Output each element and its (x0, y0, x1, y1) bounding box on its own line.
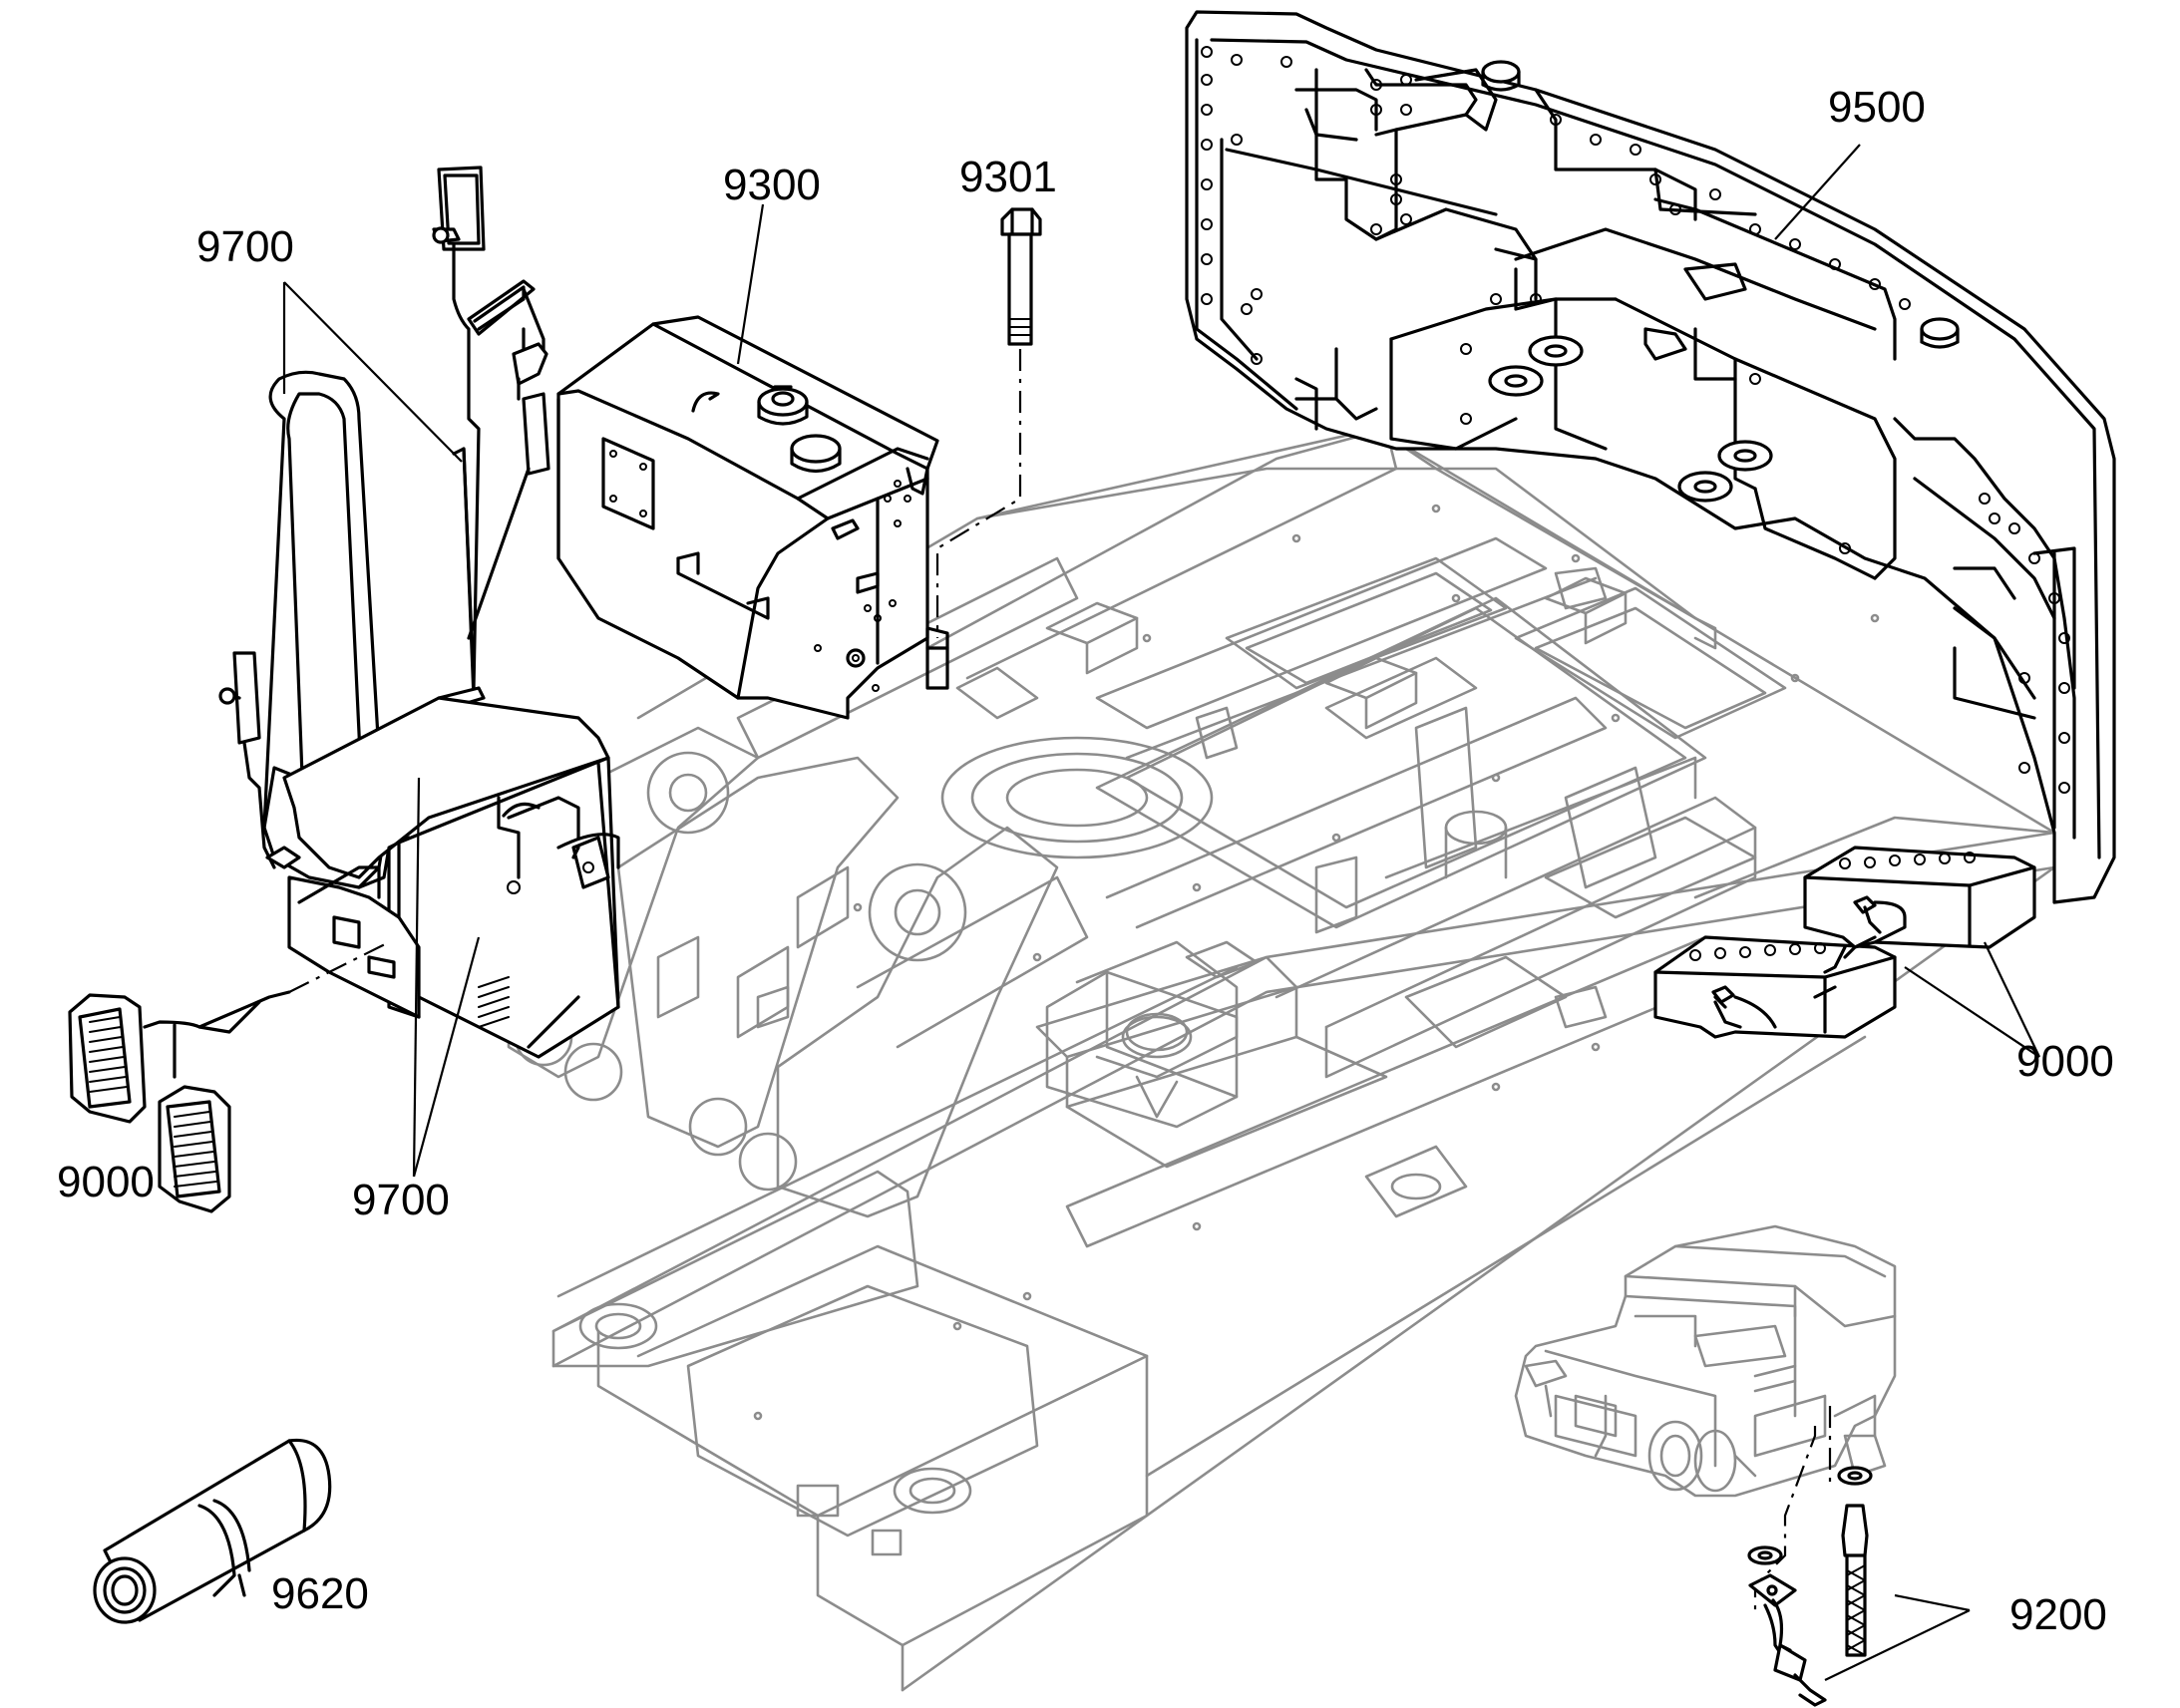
callout-9300: 9300 (723, 161, 821, 209)
callout-9301: 9301 (959, 153, 1057, 201)
callout-9700-bottom: 9700 (352, 1176, 450, 1224)
floor-mats-part (68, 941, 390, 1213)
engine-block (1514, 1224, 1897, 1498)
manual-roll-part (93, 1438, 332, 1624)
battery-cables-part (1747, 1406, 1873, 1707)
leader-lines (282, 144, 2040, 1681)
callout-9000-mats: 9000 (57, 1158, 155, 1206)
callout-9700-top: 9700 (196, 222, 294, 271)
main-frame (507, 427, 2056, 1692)
bolt-part (935, 207, 1042, 638)
callout-labels: 9700 9300 9301 9500 9000 9000 9700 9620 … (57, 83, 2114, 1639)
callout-9620: 9620 (271, 1569, 369, 1618)
fuel-tank-part (556, 315, 949, 720)
callout-9200: 9200 (2009, 1590, 2107, 1639)
callout-9000-batteries: 9000 (2016, 1037, 2114, 1086)
callout-9500: 9500 (1828, 83, 1926, 132)
batteries-part (1653, 846, 2036, 1039)
counterweight-part (1185, 10, 2116, 904)
rops-guard-part (218, 166, 620, 1059)
